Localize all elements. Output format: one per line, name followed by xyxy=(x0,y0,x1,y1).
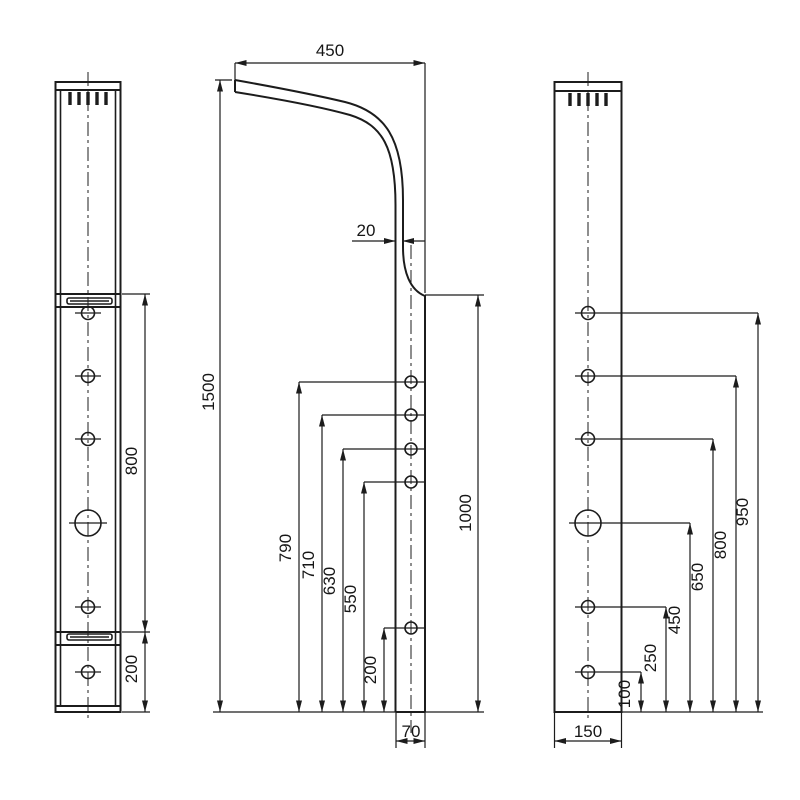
arrowhead xyxy=(384,238,396,244)
arrowhead xyxy=(710,700,716,712)
arrowhead xyxy=(217,700,223,712)
arrowhead xyxy=(235,60,247,66)
arrowhead xyxy=(142,294,148,306)
arrowhead xyxy=(340,700,346,712)
dim-label-450-right: 450 xyxy=(665,606,684,634)
dim-label-710: 710 xyxy=(299,551,318,579)
left-side-view: 800 200 xyxy=(54,72,150,722)
arrowhead xyxy=(381,700,387,712)
arrowhead xyxy=(663,700,669,712)
arrowhead xyxy=(755,313,761,325)
front-view-dimension-lines xyxy=(213,62,484,748)
front-view-hole-leader-lines xyxy=(299,381,424,629)
arrowhead xyxy=(142,700,148,712)
dim-label-790: 790 xyxy=(276,534,295,562)
arrowhead xyxy=(475,700,481,712)
left-view-holes xyxy=(69,305,107,680)
right-view-dimension-lines xyxy=(553,313,763,748)
dim-label-150: 150 xyxy=(574,722,602,741)
left-view-dimensions: 800 200 xyxy=(122,293,150,713)
dim-label-100: 100 xyxy=(615,680,634,708)
left-view-extension-lines xyxy=(122,293,150,713)
dim-label-650: 650 xyxy=(688,563,707,591)
arrowhead xyxy=(610,738,622,744)
arrowhead xyxy=(142,620,148,632)
dim-label-1000: 1000 xyxy=(456,494,475,532)
left-view-slots xyxy=(66,297,113,641)
dim-label-1500: 1500 xyxy=(199,373,218,411)
arrowhead xyxy=(475,295,481,307)
arrowhead xyxy=(687,523,693,535)
dim-label-200-front: 200 xyxy=(361,656,380,684)
arrowhead xyxy=(361,482,367,494)
arrowhead xyxy=(733,376,739,388)
arrowhead xyxy=(142,632,148,644)
front-view-dimensions: 450 20 1500 790 710 630 550 200 1000 70 xyxy=(199,41,484,748)
arrowhead xyxy=(402,238,414,244)
slot-upper xyxy=(66,297,113,305)
front-view: 450 20 1500 790 710 630 550 200 1000 70 xyxy=(199,41,484,748)
dim-label-550: 550 xyxy=(341,585,360,613)
arrowhead xyxy=(638,700,644,712)
arrowhead xyxy=(554,738,566,744)
left-view-inner-walls xyxy=(59,90,117,706)
dim-label-800-left: 800 xyxy=(122,447,141,475)
arrowhead xyxy=(296,700,302,712)
arrowhead xyxy=(361,700,367,712)
dim-label-450: 450 xyxy=(316,41,344,60)
arrowhead xyxy=(687,700,693,712)
arrowhead xyxy=(710,439,716,451)
arrowhead xyxy=(340,449,346,461)
front-view-dimension-arrows xyxy=(217,60,481,744)
arrowhead xyxy=(296,382,302,394)
arrowhead xyxy=(217,80,223,92)
arrowhead xyxy=(733,700,739,712)
right-view-dimensions: 100 250 450 650 800 950 150 xyxy=(553,312,763,748)
dim-label-200-left: 200 xyxy=(122,655,141,683)
arm-outer-contour xyxy=(234,79,426,712)
hole-crosshair-ticks xyxy=(69,312,107,673)
dim-label-250: 250 xyxy=(641,644,660,672)
arrowhead xyxy=(755,700,761,712)
dim-label-70: 70 xyxy=(402,722,421,741)
dim-label-950: 950 xyxy=(733,498,752,526)
right-side-view: 100 250 450 650 800 950 150 xyxy=(553,72,763,748)
right-view-hole-leader-lines xyxy=(569,312,758,673)
arrowhead xyxy=(381,628,387,640)
arm-inner-contour xyxy=(234,91,397,712)
slot-lower xyxy=(66,633,113,641)
right-view-dimension-arrows xyxy=(554,313,761,744)
arrowhead xyxy=(319,700,325,712)
dim-label-20: 20 xyxy=(357,221,376,240)
arrowhead xyxy=(638,672,644,684)
arrowhead xyxy=(413,60,425,66)
arrowhead xyxy=(319,415,325,427)
dim-label-800-right: 800 xyxy=(711,531,730,559)
dim-label-630: 630 xyxy=(320,567,339,595)
